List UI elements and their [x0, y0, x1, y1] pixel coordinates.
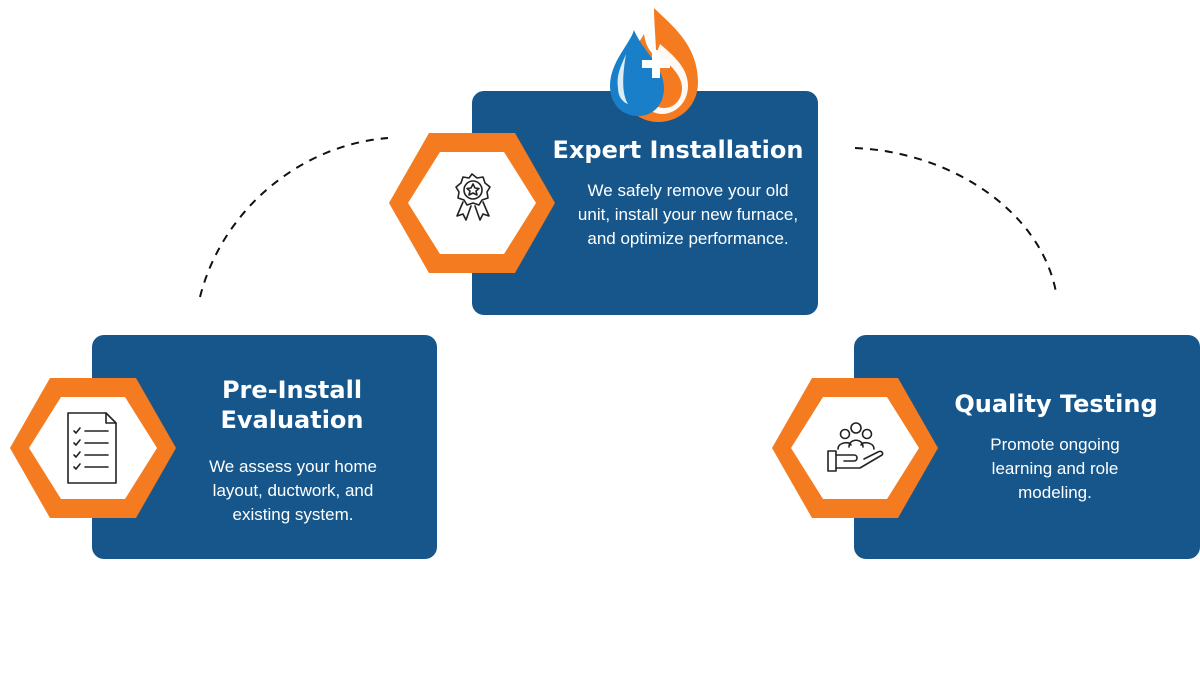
step-description: We safely remove your old unit, install …	[577, 181, 799, 248]
step-description: We assess your home layout, ductwork, an…	[209, 457, 377, 524]
award-badge-icon	[455, 173, 491, 221]
step-card-quality-testing: Quality Testing Promote ongoing learning…	[854, 335, 1200, 559]
hand-with-people-icon	[827, 422, 884, 472]
step-title: Quality Testing	[954, 390, 1158, 418]
flame-droplet-plus-logo	[610, 8, 698, 122]
step-description: Promote ongoing learning and role modeli…	[990, 435, 1120, 502]
step-title: Pre-Install Evaluation	[220, 376, 364, 434]
step-hexagon-quality	[772, 378, 938, 518]
left-dashed-arc	[199, 137, 389, 298]
checklist-document-icon	[67, 412, 117, 484]
step-title: Expert Installation	[552, 136, 804, 164]
right-dashed-arc	[854, 147, 1057, 293]
step-hexagon-expert	[389, 133, 555, 273]
step-hexagon-pre-install	[10, 378, 176, 518]
